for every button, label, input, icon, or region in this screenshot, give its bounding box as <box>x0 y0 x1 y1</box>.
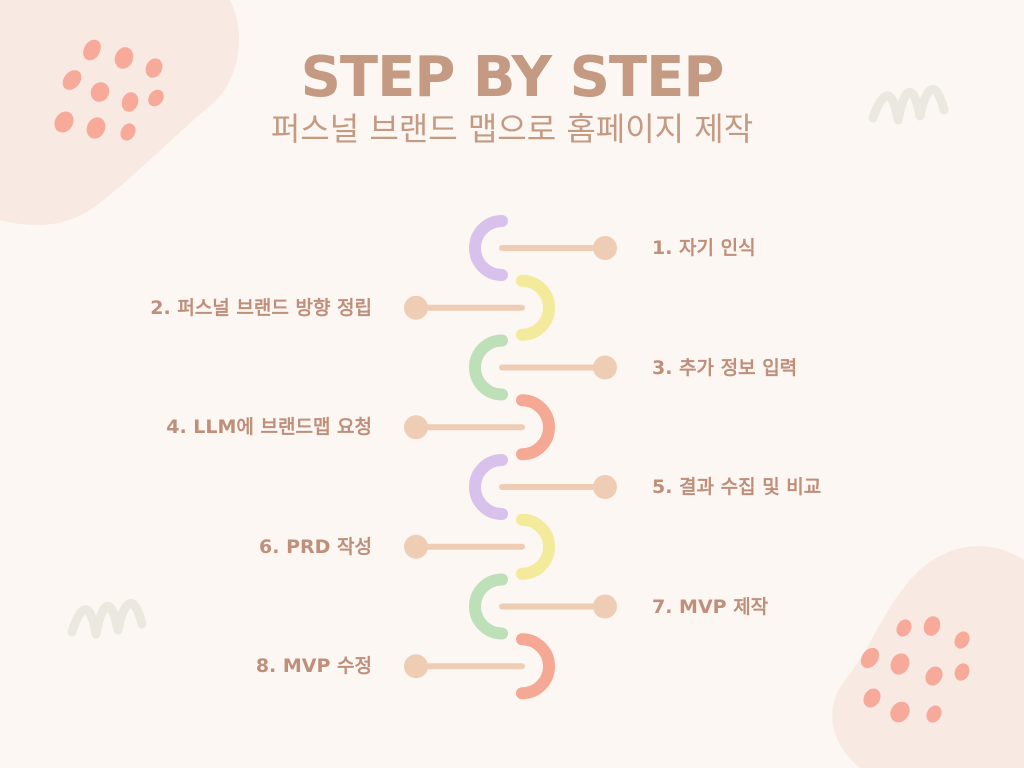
decorative-dot <box>925 666 943 686</box>
decorative-dot <box>926 705 942 723</box>
decorative-dot <box>145 58 163 78</box>
step-label-1: 1. 자기 인식 <box>652 237 756 259</box>
decorative-dot <box>120 123 136 141</box>
step-arc-7 <box>469 573 508 640</box>
top-left-blob <box>0 0 240 226</box>
step-dot-6 <box>404 534 428 559</box>
step-dot-1 <box>593 236 617 260</box>
page-title: STEP BY STEP <box>300 45 725 110</box>
step-dot-4 <box>404 415 428 440</box>
step-dot-5 <box>593 475 617 499</box>
decorative-dot <box>954 663 970 681</box>
step-label-7: 7. MVP 제작 <box>652 595 769 618</box>
decorative-dot <box>923 616 941 636</box>
step-label-3: 3. 추가 정보 입력 <box>652 356 798 379</box>
step-arc-3 <box>469 334 508 401</box>
step-arc-4 <box>516 394 555 461</box>
decorative-dot <box>890 701 910 723</box>
decorative-dot <box>890 653 910 675</box>
top-right-zigzag-mark <box>868 84 949 125</box>
step-dot-3 <box>593 355 617 380</box>
step-label-4: 4. LLM에 브랜드맵 요청 <box>166 416 372 439</box>
step-label-6: 6. PRD 작성 <box>259 535 372 558</box>
decorative-dot <box>896 619 912 637</box>
step-label-2: 2. 퍼스널 브랜드 방향 정립 <box>150 296 372 319</box>
step-arc-2 <box>516 274 555 341</box>
bottom-right-dot-pattern <box>860 616 970 723</box>
decorative-dot <box>90 82 110 102</box>
decorative-dot <box>121 92 139 112</box>
step-arc-1 <box>469 215 508 281</box>
decorative-dot <box>83 39 101 61</box>
decorative-dot <box>62 70 82 90</box>
bottom-left-zigzag-mark <box>67 598 147 639</box>
decorative-dot <box>863 688 881 708</box>
step-label-8: 8. MVP 수정 <box>255 655 372 678</box>
top-left-dot-pattern <box>54 39 164 141</box>
step-arc-6 <box>516 513 555 580</box>
step-dot-2 <box>404 295 428 320</box>
bottom-right-blob <box>832 546 1024 768</box>
step-dot-7 <box>593 594 617 619</box>
decorative-dot <box>954 631 970 649</box>
page-subtitle: 퍼스널 브랜드 맵으로 홈페이지 제작 <box>270 110 754 148</box>
decorative-dot <box>54 111 74 133</box>
step-dot-8 <box>404 654 428 679</box>
step-arc-5 <box>469 454 508 520</box>
step-label-5: 5. 결과 수집 및 비교 <box>652 476 822 498</box>
decorative-dot <box>860 647 880 669</box>
decorative-dot <box>148 89 164 107</box>
step-arc-8 <box>516 633 555 700</box>
decorative-dot <box>114 47 134 69</box>
decorative-dot <box>86 117 106 139</box>
